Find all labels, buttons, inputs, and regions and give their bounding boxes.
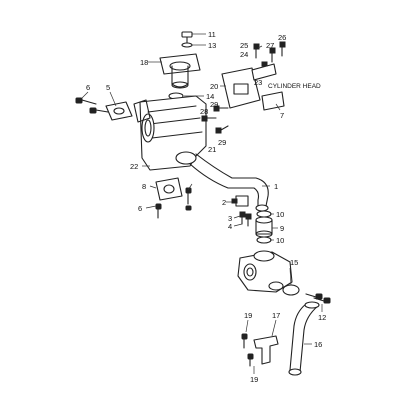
callout-12: 12 [318, 313, 326, 322]
callout-6-lower: 6 [138, 204, 142, 213]
hose-clamp-part-10-lower [256, 236, 272, 244]
bolts-part-3 [239, 211, 252, 227]
bracket-part-17 [253, 335, 279, 365]
callout-1: 1 [274, 182, 278, 191]
bracket-part-7 [261, 91, 285, 111]
washer-part-13 [181, 42, 193, 48]
leader-lines [81, 33, 323, 374]
gasket-part-8 [155, 177, 183, 201]
callout-22: 22 [130, 162, 138, 171]
bolts-part-12 [305, 293, 331, 304]
bolt-part-11 [181, 31, 193, 44]
callout-17: 17 [272, 311, 280, 320]
callout-28: 28 [200, 107, 208, 116]
callout-7: 7 [280, 111, 284, 120]
callout-2: 2 [222, 198, 226, 207]
water-elbow-housing [237, 250, 293, 293]
hose-part-16 [288, 301, 320, 376]
callout-23: 23 [254, 78, 262, 87]
gasket-part-5 [105, 101, 133, 121]
callout-13: 13 [208, 41, 216, 50]
callout-15: 15 [290, 258, 298, 267]
callout-labels: 11 13 18 14 5 6 22 1 2 3 4 10 9 10 8 6 1… [86, 30, 326, 384]
clamp-part-2 [231, 195, 249, 207]
callout-5: 5 [106, 83, 110, 92]
hose-clamp-part-10-upper [256, 210, 272, 218]
thermostat-cover-part-18 [159, 53, 201, 89]
cylinder-head-note: CYLINDER HEAD [268, 83, 321, 90]
callout-20: 20 [210, 82, 218, 91]
bolts-part-19 [241, 333, 254, 367]
callout-18: 18 [140, 58, 148, 67]
callout-8: 8 [142, 182, 146, 191]
callout-10-lower: 10 [276, 236, 284, 245]
callout-14: 14 [206, 92, 214, 101]
bolts-part-6-lower [155, 187, 192, 219]
callout-9: 9 [280, 224, 284, 233]
water-pipe-part-1 [189, 153, 269, 212]
callout-6-top: 6 [86, 83, 90, 92]
callout-19-upper: 19 [244, 311, 252, 320]
callout-11: 11 [208, 30, 216, 39]
bolts-parts-24-25-26-27 [253, 41, 286, 67]
o-ring-part-15 [282, 284, 300, 296]
bracket-part-20 [221, 67, 261, 109]
hose-part-9 [255, 216, 273, 238]
callout-4: 4 [228, 222, 232, 231]
callout-3: 3 [228, 214, 232, 223]
bolts-part-6-upper [75, 97, 109, 114]
callout-27: 27 [266, 41, 274, 50]
callout-19-lower: 19 [250, 375, 258, 384]
callout-10-upper: 10 [276, 210, 284, 219]
callout-26: 26 [278, 33, 286, 42]
thermostat-housing-body [133, 95, 207, 171]
callout-29-lower: 29 [218, 138, 226, 147]
bolts-parts-21-28-29 [201, 105, 229, 134]
callout-16: 16 [314, 340, 322, 349]
callout-25: 25 [240, 41, 248, 50]
callout-29-upper: 29 [210, 100, 218, 109]
callout-21: 21 [208, 145, 216, 154]
callout-24: 24 [240, 50, 248, 59]
